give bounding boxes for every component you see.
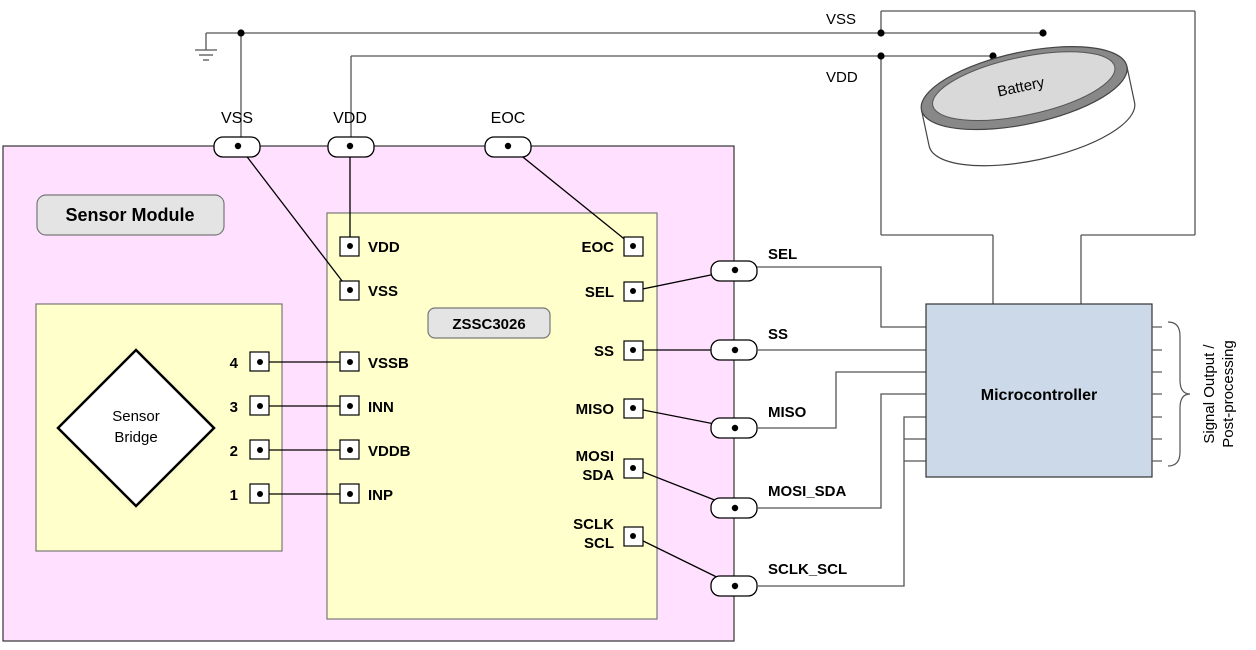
chip-pin-label-sda: SDA	[582, 467, 614, 484]
bus-mosi-sda	[757, 393, 926, 509]
chip-pin-label-inn: INN	[368, 399, 394, 416]
output-label-group: Signal Output / Post-processing	[1201, 340, 1237, 448]
connector-mosi-sda-dot	[731, 504, 739, 512]
chip-pin-label-scl: SCL	[584, 535, 614, 552]
output-brace	[1167, 321, 1191, 467]
chip-pin-label-mosi: MOSI	[576, 448, 614, 465]
chip-pin-vssb	[339, 351, 360, 372]
chip-pin-vdd	[339, 236, 360, 257]
junction-dot-vdd-mid	[877, 52, 885, 60]
chip-pin-label-eoc: EOC	[581, 239, 614, 256]
bridge-pin-label-3: 3	[230, 399, 238, 416]
junction-dot-vss-left	[237, 29, 245, 37]
chip-box	[326, 212, 658, 620]
bridge-pin-4	[249, 351, 270, 372]
bridge-pin-label-4: 4	[230, 355, 239, 372]
output-stubs	[1152, 326, 1162, 462]
chip-pin-label-sclk: SCLK	[573, 516, 614, 533]
connector-label-vss: VSS	[221, 110, 253, 127]
bus-sel	[757, 266, 926, 328]
sensor-bridge-label-line1: Sensor	[112, 408, 160, 425]
output-label-line2: Post-processing	[1220, 340, 1237, 448]
bridge-pin-2	[249, 439, 270, 460]
chip-pin-label-sel: SEL	[585, 284, 614, 301]
chip-pin-label-vdd: VDD	[368, 239, 400, 256]
chip-pin-label-inp: INP	[368, 487, 393, 504]
sensor-module-label-box	[36, 194, 225, 236]
bridge-pin-1	[249, 483, 270, 504]
bus-label-sclk-scl: SCLK_SCL	[768, 561, 847, 578]
microcontroller-box	[925, 303, 1153, 478]
microcontroller-label: Microcontroller	[981, 387, 1097, 404]
chip-pin-label-vss: VSS	[368, 283, 398, 300]
chip-pin-ss	[623, 340, 644, 361]
sensor-module-label: Sensor Module	[65, 205, 194, 225]
connector-label-vdd: VDD	[333, 110, 367, 127]
chip-pin-label-vddb: VDDB	[368, 443, 411, 460]
bus-sclk-scl	[757, 416, 926, 587]
connector-miso-dot	[731, 424, 739, 432]
bus-label-miso: MISO	[768, 404, 807, 421]
bridge-pin-label-1: 1	[230, 487, 238, 504]
connector-sel-dot	[731, 266, 739, 274]
chip-pin-mosi-sda	[623, 458, 644, 479]
wire-vss-connector-to-chip	[237, 144, 350, 291]
connector-label-eoc: EOC	[491, 110, 526, 127]
output-label-line1: Signal Output /	[1201, 344, 1218, 444]
connector-sclk-scl-dot	[731, 582, 739, 590]
connector-eoc-dot	[504, 142, 512, 150]
chip-pin-inn	[339, 395, 360, 416]
connector-vss-dot	[234, 142, 242, 150]
chip-pin-vss	[339, 280, 360, 301]
bus-label-sel: SEL	[768, 246, 797, 263]
supply-label-vss: VSS	[826, 11, 856, 28]
sensor-bridge-label-line2: Bridge	[114, 429, 157, 446]
chip-pin-vddb	[339, 439, 360, 460]
ground-symbol	[195, 33, 217, 61]
bus-miso	[757, 371, 926, 429]
bridge-pin-label-2: 2	[230, 443, 238, 460]
connector-vdd-dot	[346, 142, 354, 150]
chip-pin-miso	[623, 398, 644, 419]
chip-pin-sel	[623, 281, 644, 302]
junction-dot-vss-mid	[877, 29, 885, 37]
chip-pin-inp	[339, 483, 360, 504]
battery: Battery	[920, 46, 1136, 167]
bridge-pin-3	[249, 395, 270, 416]
junction-dot-vss-battery	[1039, 29, 1047, 37]
chip-label: ZSSC3026	[452, 316, 525, 333]
chip-pin-sclk-scl	[623, 526, 644, 547]
bus-label-mosi-sda: MOSI_SDA	[768, 483, 847, 500]
sensor-bridge-diamond	[56, 348, 216, 508]
supply-label-vdd: VDD	[826, 69, 858, 86]
chip-pin-label-vssb: VSSB	[368, 355, 409, 372]
chip-pin-label-ss: SS	[594, 343, 614, 360]
connector-ss-dot	[731, 346, 739, 354]
chip-pin-label-miso: MISO	[576, 401, 615, 418]
chip-label-box	[427, 307, 551, 339]
wire-eoc-connector-to-chip	[507, 144, 634, 247]
chip-pin-eoc	[623, 236, 644, 257]
bus-label-ss: SS	[768, 326, 788, 343]
